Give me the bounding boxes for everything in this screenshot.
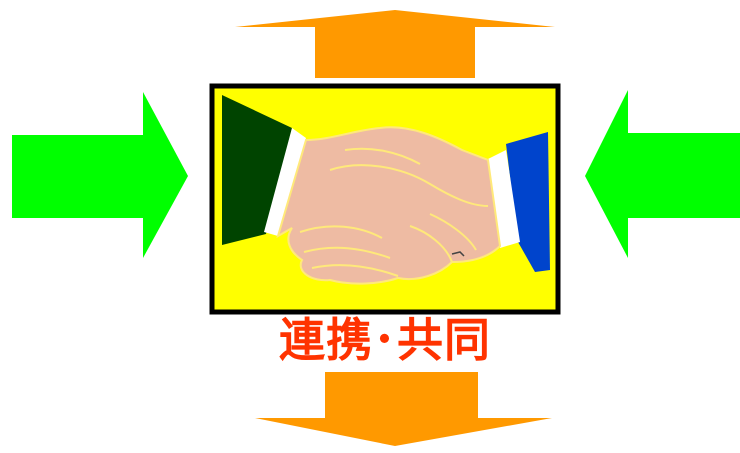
arrow-left-icon (585, 90, 740, 258)
arrow-down-icon (255, 372, 552, 446)
arrow-right-icon (12, 92, 188, 258)
arrow-up-icon (235, 10, 555, 78)
handshake-picture (209, 83, 561, 315)
caption-label: 連携･共同 (279, 313, 491, 367)
handshake-icon (222, 95, 550, 285)
